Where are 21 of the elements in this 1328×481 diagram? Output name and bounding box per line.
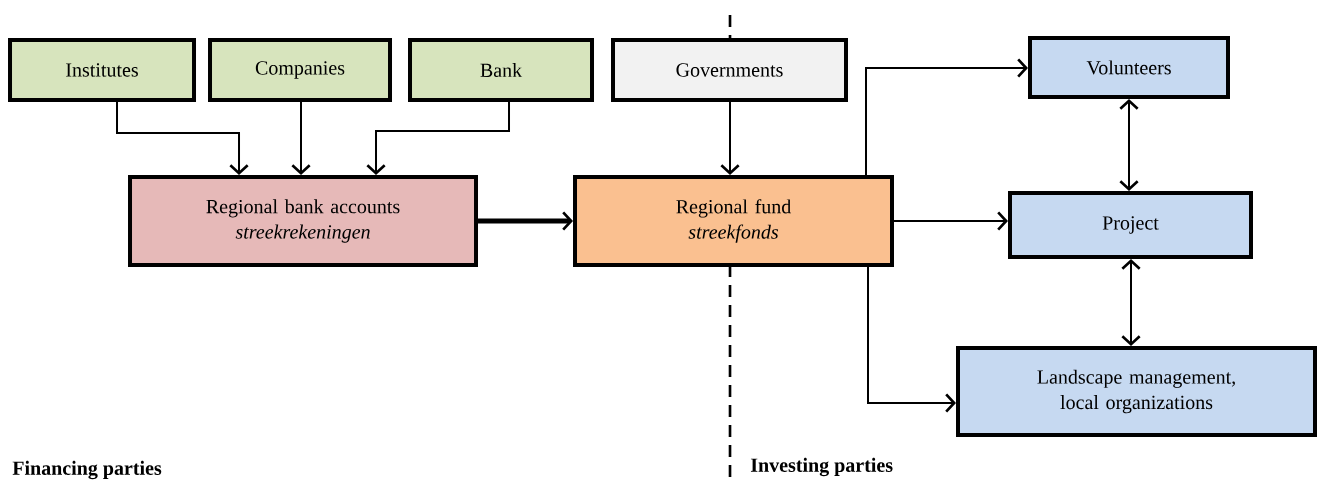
arrow — [1121, 259, 1141, 346]
arrow — [478, 211, 573, 231]
arrow — [865, 58, 1028, 176]
process-box: Project — [1008, 191, 1253, 259]
process-box: Governments — [611, 38, 848, 102]
section-label: Financing parties — [12, 460, 162, 480]
section-label: Investing parties — [750, 457, 893, 477]
arrow — [893, 211, 1008, 231]
arrow — [867, 266, 956, 413]
process-box: Companies — [208, 38, 392, 102]
process-box: Regional bank accounts streekrekeningen — [128, 175, 478, 267]
arrow — [366, 101, 510, 175]
arrow — [720, 101, 740, 175]
arrow — [116, 101, 249, 175]
process-box: Bank — [408, 38, 594, 102]
arrow — [1119, 99, 1139, 191]
process-box: Regional fund streekfonds — [573, 175, 894, 267]
process-box: Volunteers — [1028, 36, 1230, 99]
process-box: Institutes — [8, 38, 196, 102]
process-box: Landscape management, local organizations — [956, 346, 1317, 437]
arrow — [291, 101, 311, 175]
